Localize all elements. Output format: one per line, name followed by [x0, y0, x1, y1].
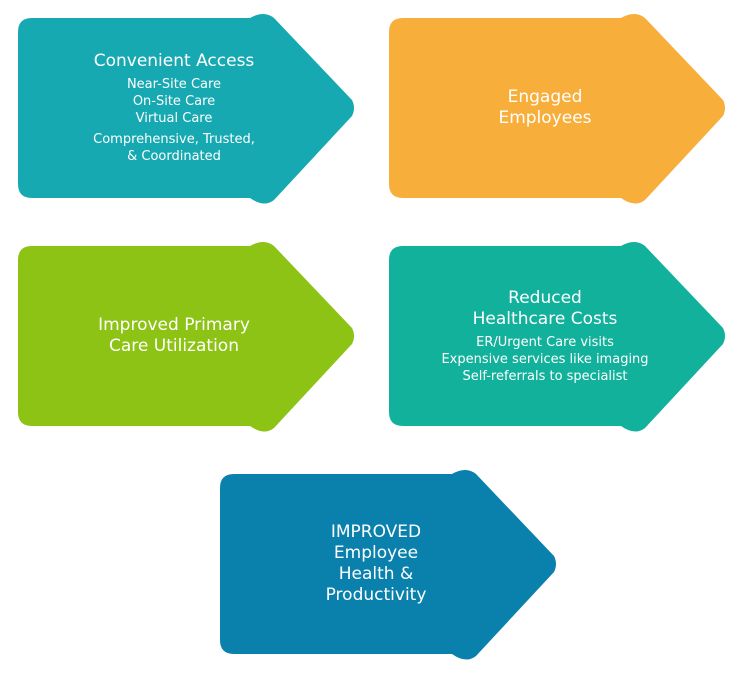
- arrow-shape: [220, 470, 556, 660]
- arrow-shape: [18, 242, 354, 432]
- arrow-item: Comprehensive, Trusted, & Coordinated: [93, 132, 255, 164]
- arrow-engaged-employees: Engaged Employees: [389, 10, 725, 207]
- arrow-title: Reduced Healthcare Costs: [472, 287, 618, 329]
- arrow-shape: [18, 14, 354, 204]
- arrow-shape: [389, 14, 725, 204]
- arrow-title: Improved Primary Care Utilization: [98, 315, 250, 356]
- arrow-item: Near-Site Care: [126, 77, 222, 92]
- arrow-improved-employee-health: IMPROVED Employee Health & Productivity: [220, 466, 556, 663]
- arrow-item: Self-referrals to specialist: [462, 368, 628, 384]
- arrow-item: ER/Urgent Care visits: [476, 334, 614, 350]
- arrow-improved-primary-care: Improved Primary Care Utilization: [18, 238, 354, 435]
- arrow-title: Engaged Employees: [498, 87, 592, 128]
- arrow-item: Virtual Care: [135, 111, 213, 126]
- arrow-item: Expensive services like imaging: [441, 351, 649, 367]
- arrow-title: IMPROVED Employee Health & Productivity: [325, 522, 427, 605]
- arrow-shape: [389, 242, 725, 432]
- arrow-reduced-healthcare-costs: Reduced Healthcare Costs ER/Urgent Care …: [389, 238, 725, 435]
- arrow-item: On-Site Care: [132, 94, 216, 109]
- arrow-title: Convenient Access: [93, 51, 255, 71]
- arrow-convenient-access: Convenient Access Near-Site Care On-Site…: [18, 10, 354, 207]
